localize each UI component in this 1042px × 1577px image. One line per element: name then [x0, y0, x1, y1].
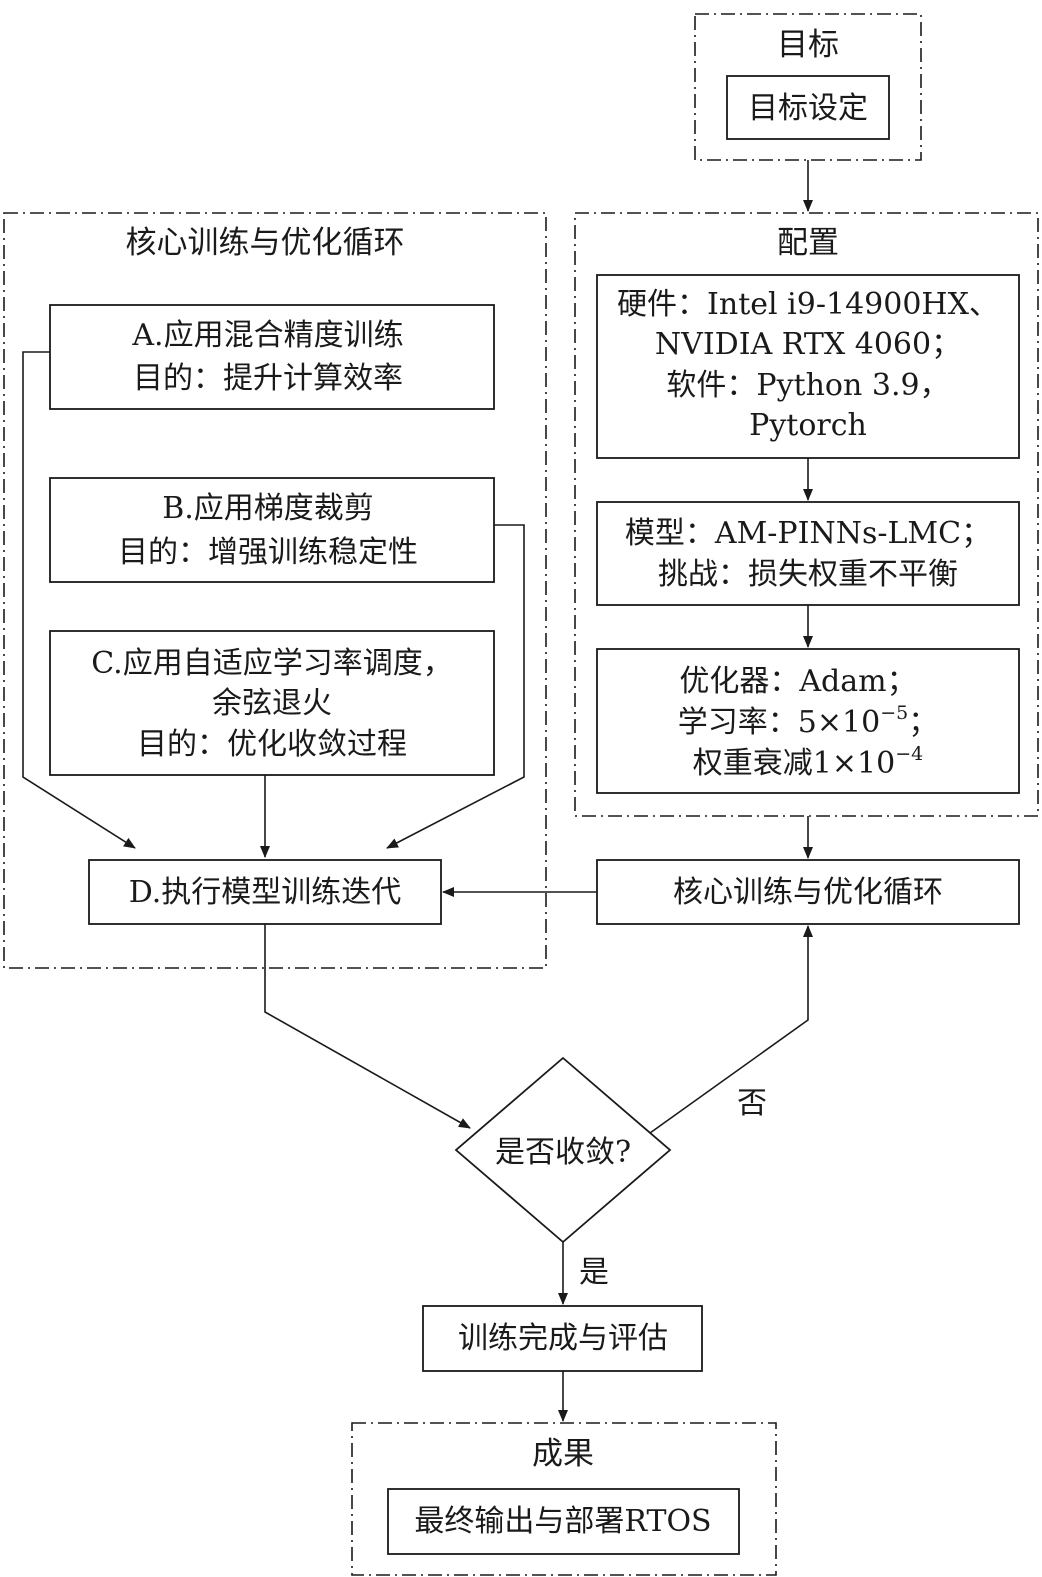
weight-decay-line: 权重衰减1×10−4: [693, 743, 923, 781]
core-group-title: 核心训练与优化循环: [126, 225, 405, 261]
model-line-2: 挑战：损失权重不平衡: [658, 557, 958, 592]
goal-group-title: 目标: [777, 27, 839, 63]
convergence-question: 是否收敛?: [495, 1135, 631, 1170]
final-output-label: 最终输出与部署RTOS: [414, 1504, 711, 1539]
step-c-line-1: C.应用自适应学习率调度，: [91, 646, 452, 681]
step-c-line-3: 目的：优化收敛过程: [137, 727, 407, 762]
core-loop-label: 核心训练与优化循环: [673, 875, 943, 910]
step-c-line-2: 余弦退火: [212, 686, 332, 721]
model-box: [596, 501, 1020, 606]
step-b-line-2: 目的：增强训练稳定性: [118, 535, 418, 570]
hardware-line-2: NVIDIA RTX 4060；: [655, 327, 961, 362]
arrow-a-to-d: [22, 351, 136, 849]
config-group-frame: [574, 212, 1039, 817]
core-group-frame: [3, 212, 547, 969]
step-c-box: [49, 630, 495, 776]
final-output-box: [387, 1488, 740, 1555]
arrow-decision-no-to-core-loop: [649, 925, 813, 1134]
core-loop-box: [596, 859, 1020, 925]
model-line-1: 模型：AM-PINNs-LMC；: [625, 516, 991, 551]
result-group-frame: [351, 1422, 777, 1576]
hardware-line-1: 硬件：Intel i9-14900HX、: [617, 287, 999, 322]
training-complete-label: 训练完成与评估: [458, 1321, 668, 1356]
software-line-1: 软件：Python 3.9，: [666, 368, 949, 403]
goal-group-frame: [694, 13, 922, 161]
step-b-box: [49, 477, 495, 583]
optimizer-box: [596, 648, 1020, 794]
goal-setting-box: [726, 75, 890, 140]
step-d-box: [88, 859, 442, 925]
optimizer-line-1: 优化器：Adam；: [679, 664, 916, 699]
training-complete-box: [422, 1305, 703, 1372]
config-group-title: 配置: [777, 225, 839, 261]
step-b-line-1: B.应用梯度裁剪: [162, 491, 374, 526]
no-label: 否: [737, 1086, 767, 1121]
step-a-line-1: A.应用混合精度训练: [131, 318, 403, 353]
goal-setting-label: 目标设定: [748, 91, 868, 126]
learning-rate-line: 学习率：5×10−5；: [678, 702, 938, 740]
arrow-step-d-to-decision: [264, 924, 471, 1129]
step-a-line-2: 目的：提升计算效率: [133, 361, 403, 396]
result-group-title: 成果: [532, 1436, 594, 1472]
step-d-label: D.执行模型训练迭代: [129, 875, 402, 910]
software-line-2: Pytorch: [749, 408, 867, 443]
arrow-b-to-d: [386, 524, 525, 849]
yes-label: 是: [579, 1255, 609, 1290]
step-a-box: [49, 304, 495, 410]
